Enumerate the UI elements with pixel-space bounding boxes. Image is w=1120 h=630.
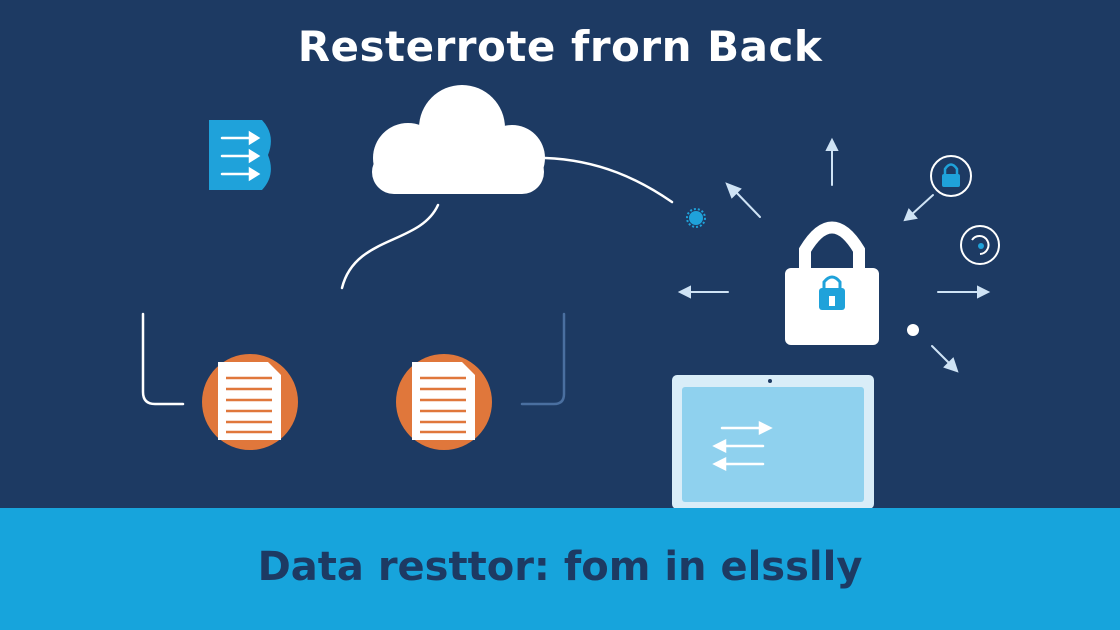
cloud-icon: [372, 85, 545, 194]
document-icon: [202, 354, 298, 450]
transfer-document-icon: [209, 120, 271, 190]
dot-icon: [907, 324, 919, 336]
gear-icon: [686, 208, 706, 228]
caption-banner: Data resttor: fom in elsslly: [0, 508, 1120, 630]
connector-line-right: [520, 312, 566, 406]
laptop-icon: [672, 375, 874, 509]
small-lock-icon: [930, 155, 972, 197]
document-icon: [396, 354, 492, 450]
padlock-icon: [785, 221, 879, 345]
connector-lines: [141, 156, 674, 406]
refresh-icon: [960, 225, 1000, 265]
arrow-icons: [677, 137, 991, 373]
page-title: Resterrote frorn Back: [297, 22, 823, 71]
caption-text: Data resttor: fom in elsslly: [257, 544, 863, 590]
